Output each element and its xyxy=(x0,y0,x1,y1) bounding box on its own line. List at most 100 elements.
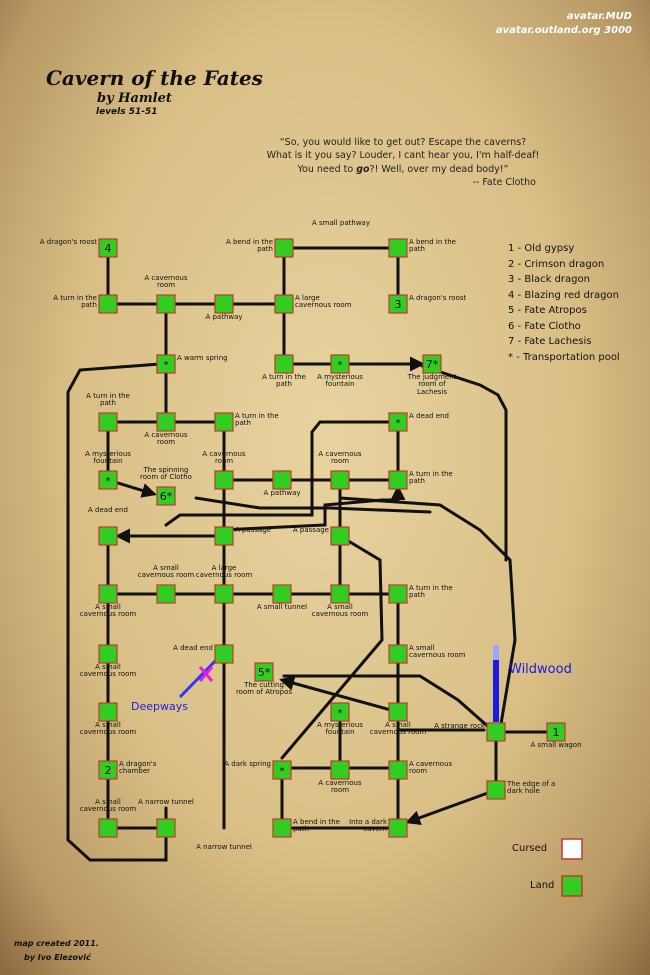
room-label: A dead end xyxy=(409,412,449,420)
room-label: A bend in the path xyxy=(226,238,273,254)
room-mark: * xyxy=(338,708,343,719)
room-square[interactable] xyxy=(214,526,234,546)
room-label: A small cavernous room xyxy=(137,564,195,580)
room-label: A cavernous room xyxy=(318,450,362,466)
room-label: The judgment room of Lachesis xyxy=(407,373,457,396)
room-square[interactable] xyxy=(388,412,408,432)
room-mark: 7* xyxy=(426,358,439,371)
room-label: A turn in the path xyxy=(53,294,97,310)
room-label: A dragon's roost xyxy=(39,238,97,246)
room-label: A cavernous room xyxy=(318,779,362,795)
room-square[interactable] xyxy=(98,412,118,432)
mud-address: avatar.outland.org 3000 xyxy=(495,25,632,36)
quote-block: “So, you would like to get out? Escape t… xyxy=(262,136,544,189)
room-label: A dragon's chamber xyxy=(119,760,157,776)
room-square[interactable] xyxy=(274,354,294,374)
land-label: Land xyxy=(530,880,555,891)
room-square[interactable] xyxy=(486,780,506,800)
room-square[interactable] xyxy=(98,760,118,780)
room-mark: 3 xyxy=(395,298,402,311)
room-square[interactable] xyxy=(156,294,176,314)
mob-legend-entry: 7 - Fate Lachesis xyxy=(508,336,592,347)
quote-attribution: -- Fate Clotho xyxy=(472,176,536,188)
room-square[interactable] xyxy=(274,294,294,314)
room-square[interactable] xyxy=(156,486,176,506)
room-square[interactable] xyxy=(272,818,292,838)
room-square[interactable] xyxy=(214,470,234,490)
room-label: Into a dark cavern xyxy=(349,818,387,834)
mob-legend-entry: * - Transportation pool xyxy=(508,351,620,363)
room-label: A turn in the path xyxy=(409,470,453,486)
room-square[interactable] xyxy=(98,818,118,838)
room-label: A narrow tunnel xyxy=(196,843,252,851)
room-label: A passage xyxy=(235,526,272,534)
room-label: A small tunnel xyxy=(256,603,308,611)
room-square[interactable] xyxy=(272,470,292,490)
room-square[interactable] xyxy=(388,294,408,314)
land-swatch xyxy=(561,875,583,897)
room-label: A strange rock xyxy=(434,722,485,730)
room-square[interactable] xyxy=(214,412,234,432)
room-label: The spinning room of Clotho xyxy=(140,466,192,482)
mob-legend-entry: 1 - Old gypsy xyxy=(508,243,575,254)
room-label: A small cavernous room xyxy=(79,721,137,737)
room-square[interactable] xyxy=(388,584,408,604)
quote-line-3: You need to go?! Well, over my dead body… xyxy=(297,163,509,175)
room-square[interactable] xyxy=(272,760,292,780)
room-mark: 5* xyxy=(258,666,271,679)
room-square[interactable] xyxy=(330,354,350,374)
room-mark: * xyxy=(396,418,401,429)
mob-legend-entry: 3 - Black dragon xyxy=(508,274,590,285)
room-square[interactable] xyxy=(330,470,350,490)
room-label: A cavernous room xyxy=(144,431,188,447)
room-square[interactable] xyxy=(388,644,408,664)
room-square[interactable] xyxy=(98,702,118,722)
rooms-layer: 43**7***6*5**12* xyxy=(98,238,566,838)
credits-line-1: map created 2011. xyxy=(14,939,99,948)
room-square[interactable] xyxy=(254,662,274,682)
room-square[interactable] xyxy=(272,584,292,604)
room-mark: * xyxy=(280,766,285,777)
room-label: A small cavernous room xyxy=(369,721,427,737)
room-square[interactable] xyxy=(156,584,176,604)
room-square[interactable] xyxy=(214,584,234,604)
room-square[interactable] xyxy=(330,526,350,546)
room-square[interactable] xyxy=(274,238,294,258)
room-label: A bend in the path xyxy=(409,238,456,254)
room-square[interactable] xyxy=(330,702,350,722)
room-square[interactable] xyxy=(156,818,176,838)
room-square[interactable] xyxy=(98,644,118,664)
room-square[interactable] xyxy=(388,238,408,258)
room-label: A bend in the path xyxy=(293,818,340,834)
room-square[interactable] xyxy=(422,354,442,374)
room-label: A dragon's roost xyxy=(409,294,467,302)
room-label: A dead end xyxy=(88,506,128,514)
room-square[interactable] xyxy=(98,526,118,546)
room-square[interactable] xyxy=(330,584,350,604)
room-mark: 1 xyxy=(553,726,560,739)
room-square[interactable] xyxy=(546,722,566,742)
room-square[interactable] xyxy=(214,644,234,664)
quote-line-2: What is it you say? Louder, I cant hear … xyxy=(266,150,540,162)
room-label: A cavernous room xyxy=(409,760,453,776)
room-square[interactable] xyxy=(98,470,118,490)
room-square[interactable] xyxy=(156,354,176,374)
room-square[interactable] xyxy=(98,294,118,314)
room-square[interactable] xyxy=(330,760,350,780)
room-label: A small cavernous room xyxy=(79,603,137,619)
room-square[interactable] xyxy=(388,702,408,722)
room-square[interactable] xyxy=(388,818,408,838)
room-label: A small cavernous room xyxy=(79,663,137,679)
room-square[interactable] xyxy=(388,760,408,780)
room-square[interactable] xyxy=(388,470,408,490)
room-square[interactable] xyxy=(214,294,234,314)
room-square[interactable] xyxy=(156,412,176,432)
room-label: A passage xyxy=(292,526,329,534)
room-square[interactable] xyxy=(486,722,506,742)
room-label: The edge of a dark hole xyxy=(507,780,556,796)
room-label: A mysterious fountain xyxy=(317,721,363,737)
room-square[interactable] xyxy=(98,238,118,258)
room-square[interactable] xyxy=(98,584,118,604)
room-label: A turn in the path xyxy=(262,373,306,389)
